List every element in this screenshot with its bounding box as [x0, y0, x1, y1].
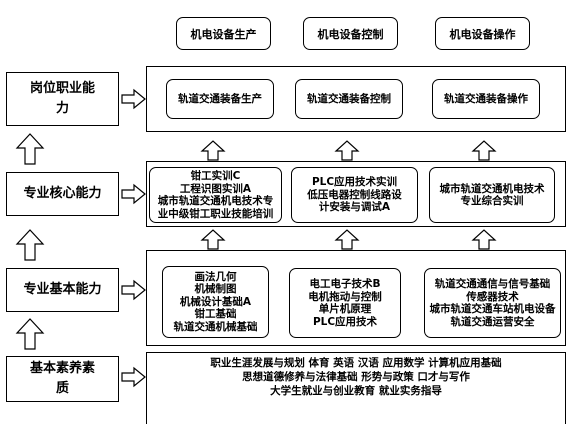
level-label: 岗位职业能 力	[29, 81, 95, 116]
level-basic-ability: 专业基本能力	[6, 268, 119, 312]
up-arrow	[334, 229, 360, 250]
top-label-operation: 机电设备操作	[435, 17, 530, 50]
up-arrow	[200, 140, 226, 161]
job-item: 轨道交通装备操作	[432, 79, 540, 119]
top-label-production: 机电设备生产	[176, 17, 271, 50]
item-text: 钳工实训C 工程识图实训A 城市轨道交通机电技术专 业中级钳工职业技能培训	[157, 170, 274, 220]
up-arrow	[15, 318, 45, 350]
item-text: 轨道交通装备操作	[444, 92, 528, 105]
item-text: 轨道交通通信与信号基础 传感器技术 城市轨道交通车站机电设备 轨道交通运营安全	[429, 278, 556, 328]
item-text: 城市轨道交通机电技术 专业综合实训	[439, 182, 545, 208]
top-label-text: 机电设备控制	[317, 27, 384, 41]
top-label-text: 机电设备操作	[449, 27, 516, 41]
job-item: 轨道交通装备控制	[295, 79, 403, 119]
basic-item: 轨道交通通信与信号基础 传感器技术 城市轨道交通车站机电设备 轨道交通运营安全	[424, 268, 561, 338]
job-item: 轨道交通装备生产	[166, 79, 274, 119]
up-arrow	[15, 229, 45, 261]
core-item: 钳工实训C 工程识图实训A 城市轨道交通机电技术专 业中级钳工职业技能培训	[149, 167, 282, 223]
item-text: 画法几何 机械制图 机械设计基础A 钳工基础 轨道交通机械基础	[173, 270, 258, 333]
up-arrow	[471, 140, 497, 161]
item-text: PLC应用技术实训 低压电器控制线路设 计安装与调试A	[307, 176, 402, 214]
item-text: 轨道交通装备控制	[307, 92, 391, 105]
level-label: 专业基本能力	[23, 282, 102, 297]
level-core-ability: 专业核心能力	[6, 172, 119, 216]
up-arrow	[200, 229, 226, 250]
top-label-text: 机电设备生产	[190, 27, 257, 41]
up-arrow	[471, 229, 497, 250]
right-arrow	[121, 183, 146, 205]
up-arrow	[15, 133, 45, 165]
core-item: PLC应用技术实训 低压电器控制线路设 计安装与调试A	[291, 167, 418, 223]
item-text: 轨道交通装备生产	[178, 92, 262, 105]
level-basic-quality: 基本素养素 质	[6, 356, 119, 402]
up-arrow	[334, 140, 360, 161]
item-text: 电工电子技术B 电机拖动与控制 单片机原理 PLC应用技术	[308, 278, 382, 328]
core-item: 城市轨道交通机电技术 专业综合实训	[429, 167, 555, 223]
frame-basic-quality: 职业生涯发展与规划 体育 英语 汉语 应用数学 计算机应用基础 思想道德修养与法…	[146, 352, 566, 424]
right-arrow	[121, 88, 146, 110]
level-label: 基本素养素 质	[29, 361, 95, 396]
basic-item: 画法几何 机械制图 机械设计基础A 钳工基础 轨道交通机械基础	[162, 266, 269, 338]
level-label: 专业核心能力	[23, 186, 102, 201]
basic-item: 电工电子技术B 电机拖动与控制 单片机原理 PLC应用技术	[289, 268, 401, 338]
basic-quality-text: 职业生涯发展与规划 体育 英语 汉语 应用数学 计算机应用基础 思想道德修养与法…	[210, 357, 502, 397]
right-arrow	[121, 366, 146, 388]
top-label-control: 机电设备控制	[303, 17, 398, 50]
right-arrow	[121, 279, 146, 301]
level-job-ability: 岗位职业能 力	[6, 72, 119, 126]
